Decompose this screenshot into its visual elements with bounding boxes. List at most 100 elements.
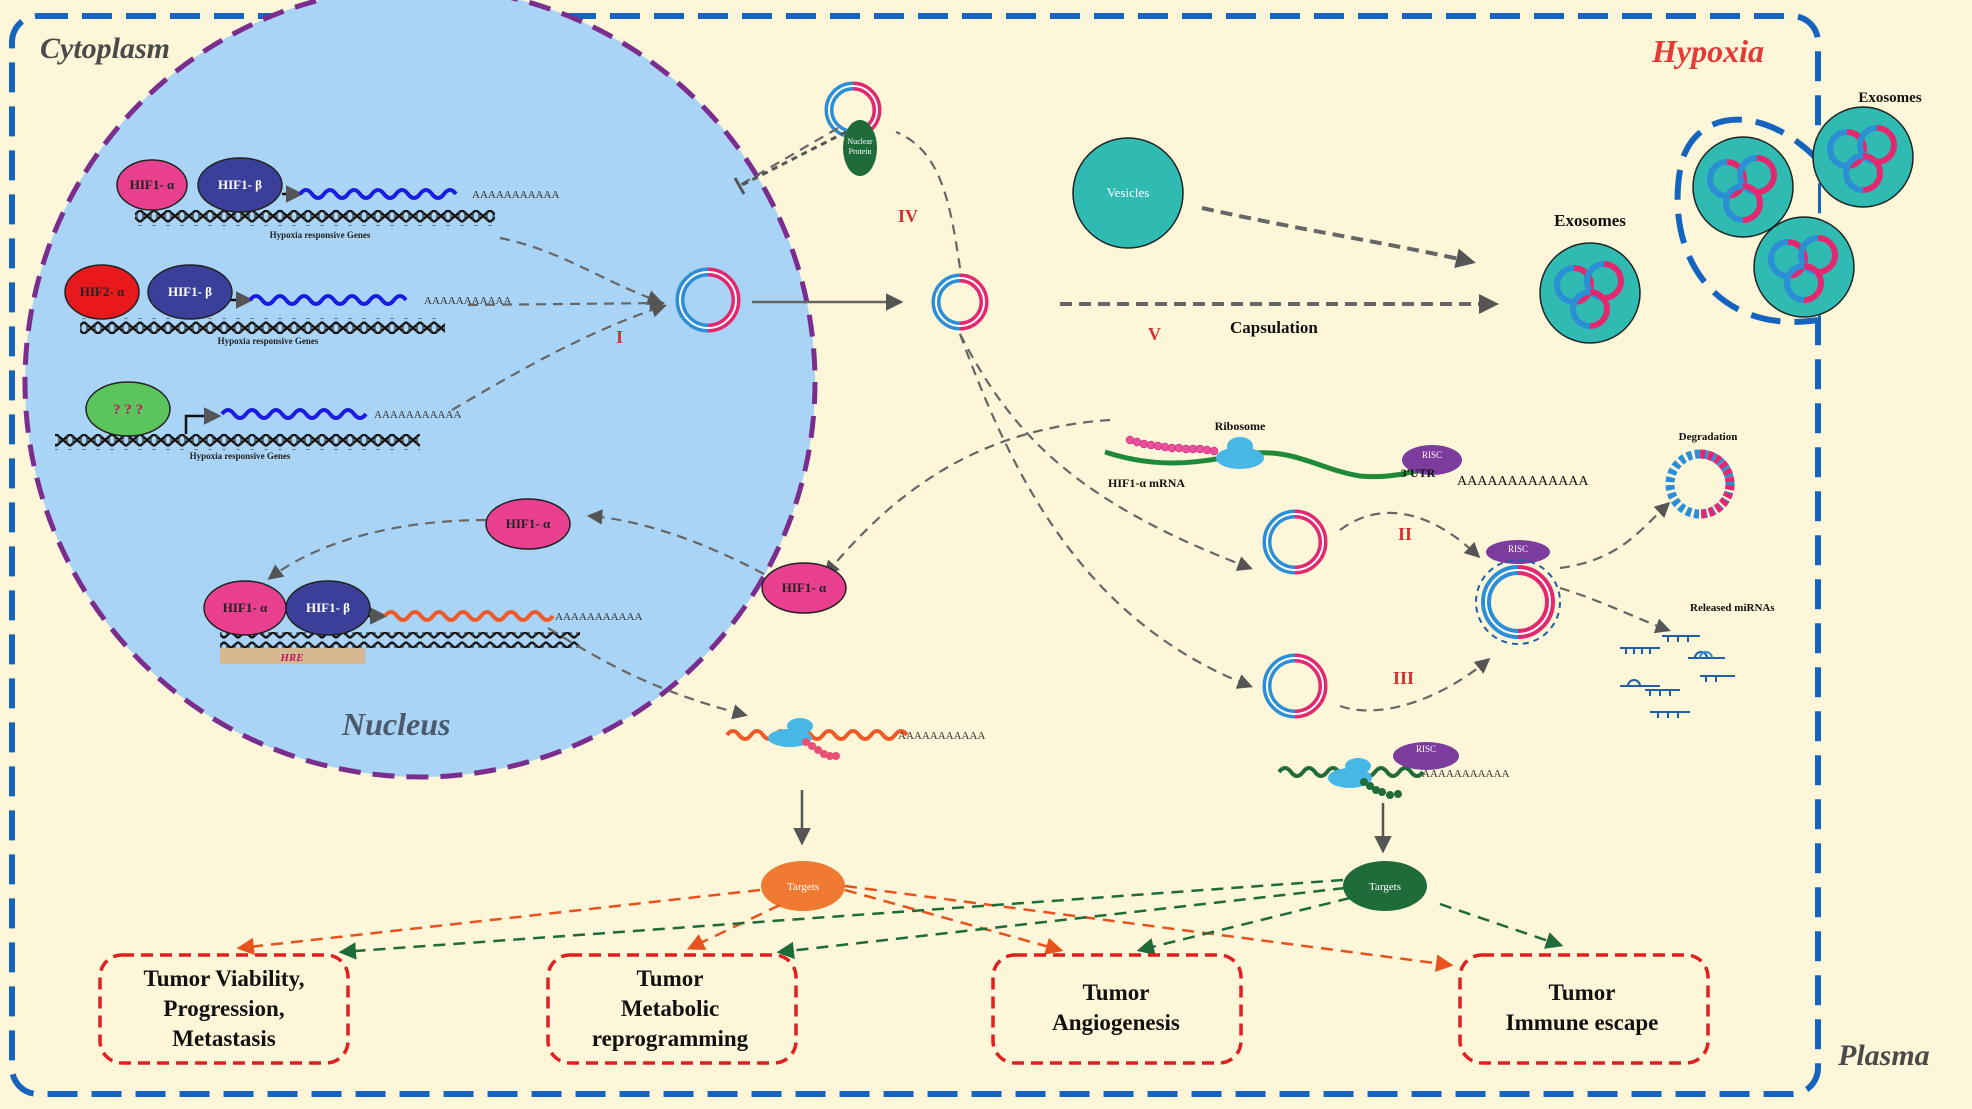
outcome-box-viability: Tumor Viability, Progression, Metastasis [98,953,350,1065]
hypoxia-genes-label: Hypoxia responsive Genes [218,336,319,346]
targets-label-green: Targets [1369,881,1401,893]
circrna-export: Nuclear Protein [824,81,882,176]
hif1a-nuclear: HIF1- α [485,498,571,550]
mrna-wave [248,294,408,306]
hif1b-protein [147,264,233,320]
capsulation-label: Capsulation [1230,318,1318,337]
utr-label: 3'UTR [1401,466,1436,480]
hif1a-label: HIF1- α [223,600,268,615]
hif1a-mrna-label: HIF1-α mRNA [1108,476,1185,490]
hif1a-protein [485,498,571,550]
hif2a-label: HIF2- α [80,284,125,299]
risc-label: RISC [1508,544,1528,554]
hif1a-mrna [1104,449,1461,480]
hre-box [220,648,365,664]
hif1a-label: HIF1- α [130,177,175,192]
gene-row-3: AAAAAAAAAAA ? ? ? Hypoxia responsive Gen… [55,381,461,461]
poly-a-tail: AAAAAAAAAAA [898,730,985,742]
targets-orange [761,861,845,911]
poly-a-tail: AAAAAAAAAAA [424,295,511,307]
hif2a-protein [64,264,140,320]
exosomes-label: Exosomes [1554,211,1626,230]
targets-green [1343,861,1427,911]
vesicle-arrow [1201,206,1476,269]
cytoplasm-label: Cytoplasm [40,32,170,65]
outcome-text-2: Metabolic [621,996,719,1021]
outcome-text-1: Tumor [1549,980,1616,1005]
hif1b-protein [285,580,371,636]
nuclear-protein-label: Nuclear [847,137,873,146]
circrna-cytoplasmic [931,273,989,331]
exosome [1692,136,1794,238]
outcome-text-1: Tumor [637,966,704,991]
degradation-label: Degradation [1679,431,1738,443]
hif1b-protein [197,157,283,213]
mrna-wave [298,188,458,200]
gene-row-2: AAAAAAAAAAA HIF2- α HIF1- β Hypoxia resp… [64,264,511,346]
poly-a-tail: AAAAAAAAAAA [374,409,461,421]
poly-a-label: AAAAAAAAAAAAA [1457,474,1589,489]
hypoxia-label: Hypoxia [1651,33,1764,69]
risc-label: RISC [1422,450,1442,460]
targets-label-orange: Targets [787,881,819,893]
outcome-text-3: reprogramming [592,1026,749,1051]
exosome [1753,216,1855,318]
outcome-text-1: Tumor [1083,980,1150,1005]
exosome [1539,242,1641,344]
circrna-nuclear [675,267,741,333]
released-mirnas: Released miRNAs [1620,602,1775,718]
circrna-sponge: RISC [1475,540,1561,645]
hif1b-label: HIF1- β [168,284,212,299]
mrna-wave [383,610,555,622]
released-mirnas-label: Released miRNAs [1690,602,1775,614]
outcome-box-metabolic: Tumor Metabolic reprogramming [546,953,798,1065]
outcome-text-2: Angiogenesis [1052,1010,1180,1035]
poly-a-tail: AAAAAAAAAAA [1422,768,1509,780]
outcome-text-2: Immune escape [1506,1010,1659,1035]
inhibition-arrow [739,130,847,188]
step-ii: II [1398,524,1412,544]
unknown-factor-label: ? ? ? [113,402,143,418]
step-iii: III [1393,668,1414,688]
pathway-arrows [267,127,1671,720]
hypoxia-genes-label: Hypoxia responsive Genes [190,451,291,461]
orange-target-translation: AAAAAAAAAAA [725,718,985,760]
outcome-text-2: Progression, [163,996,284,1021]
circrna-ii [1262,509,1328,575]
degraded-circrna: Degradation [1665,431,1738,519]
hif1a-label: HIF1- α [782,580,827,595]
step-iv: IV [898,206,918,226]
poly-a-tail: AAAAAAAAAAA [472,189,559,201]
gene-row-4: HRE AAAAAAAAAAA HIF1- α HIF1- β [203,580,642,664]
exosome-cluster [1539,106,1914,344]
plasma-label: Plasma [1837,1039,1930,1072]
poly-a-tail: AAAAAAAAAAA [555,611,642,623]
vesicle [1072,137,1184,249]
hif1b-label: HIF1- β [218,177,262,192]
hypoxia-genes-label: Hypoxia responsive Genes [270,230,371,240]
outcome-text-3: Metastasis [172,1026,276,1051]
outcome-arrows [236,878,1564,972]
nuclear-protein-label-2: Protein [848,147,871,156]
hif1a-protein [116,159,188,211]
hif1a-label: HIF1- α [506,516,551,531]
dna-helix [220,632,580,648]
dna-helix [80,318,445,334]
step-i: I [616,327,623,347]
risc-label: RISC [1416,744,1436,754]
outcome-box-angiogenesis: Tumor Angiogenesis [991,953,1243,1065]
vesicle-label: Vesicles [1107,185,1150,200]
exosomes-label-top: Exosomes [1858,90,1921,106]
hif1b-label: HIF1- β [306,600,350,615]
exosome [1812,106,1914,208]
dna-helix [55,434,420,450]
outcome-box-immune: Tumor Immune escape [1458,953,1710,1065]
outcome-text-1: Tumor Viability, [143,966,304,991]
nuclear-protein [843,120,877,176]
hre-label: HRE [279,652,303,664]
nucleus-label: Nucleus [341,706,450,742]
gene-row-1: AAAAAAAAAAA HIF1- α HIF1- β Hypoxia resp… [116,157,559,240]
hif1a-mrna-translation: Ribosome HIF1-α mRNA RISC 3'UTR AAAAAAAA… [1104,419,1589,490]
